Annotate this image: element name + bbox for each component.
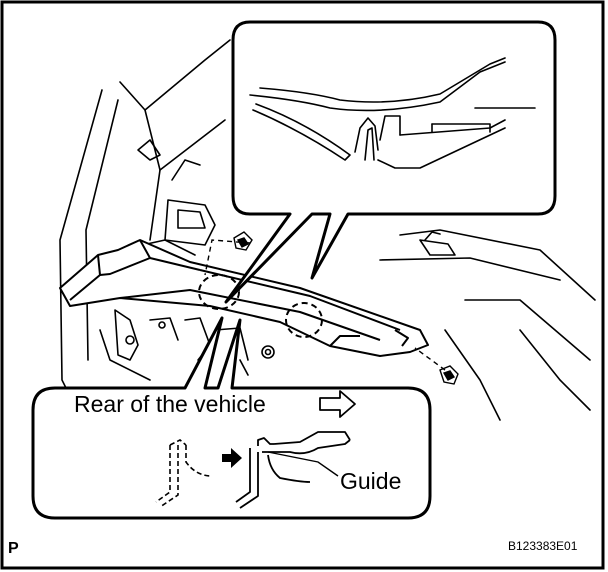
bolt-installation-path (204, 239, 446, 371)
guide-leader-line (267, 451, 339, 477)
corner-mark: P (8, 540, 19, 557)
figure-code: B123383E01 (508, 539, 578, 553)
bolt-icon (233, 231, 253, 251)
trim-panel (59, 239, 429, 357)
clip-location-marker (198, 274, 323, 338)
solid-arrow-right-icon (222, 448, 242, 468)
guide-after-profile (235, 431, 351, 509)
guide-detail-callout: Rear of the vehicle Guide (31, 316, 432, 520)
clip-detail-callout (224, 20, 557, 304)
guide-before-profile (155, 439, 213, 508)
rear-of-vehicle-label: Rear of the vehicle (74, 391, 266, 417)
guide-label: Guide (340, 468, 401, 494)
outline-arrow-right-icon (319, 390, 356, 418)
